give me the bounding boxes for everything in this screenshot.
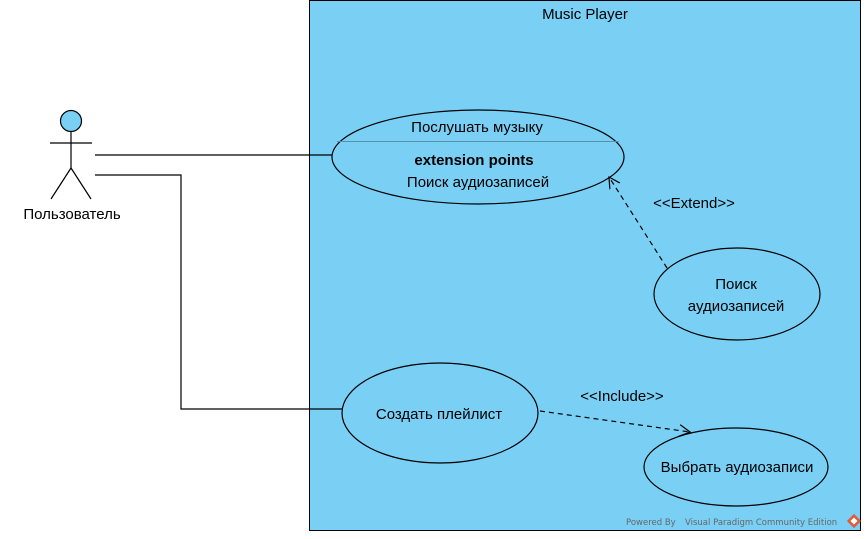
system-title: Music Player: [542, 6, 628, 23]
actor-head: [59, 109, 83, 133]
use-case-listen-ellipse: [331, 109, 625, 205]
actor-left-leg: [50, 167, 72, 200]
include-line: [539, 410, 690, 432]
use-case-playlist-name: Создать плейлист: [376, 406, 502, 423]
actor-right-leg: [70, 167, 92, 200]
extension-points-header: extension points: [414, 152, 533, 169]
use-case-playlist-ellipse: [341, 362, 539, 464]
use-case-search-ellipse: [653, 247, 821, 341]
extend-relationship[interactable]: <<Extend>>: [609, 177, 735, 269]
use-case-search-audio[interactable]: Поиск аудиозаписей: [653, 247, 821, 341]
include-relationship[interactable]: <<Include>>: [539, 388, 690, 432]
use-case-select-audio[interactable]: Выбрать аудиозаписи: [643, 427, 829, 507]
use-case-search-line2: аудиозаписей: [688, 298, 784, 315]
association-playlist[interactable]: [95, 174, 343, 410]
use-case-select-ellipse: [643, 427, 829, 507]
use-case-create-playlist[interactable]: Создать плейлист: [341, 362, 539, 464]
powered-by-product: Visual Paradigm Community Edition: [685, 518, 837, 528]
visual-paradigm-logo-icon: [846, 513, 862, 529]
actor-user[interactable]: Пользователь: [23, 109, 121, 224]
extension-point-search: Поиск аудиозаписей: [407, 174, 549, 191]
use-case-listen-music[interactable]: Послушать музыку extension points Поиск …: [331, 109, 625, 205]
powered-by-label: Powered By: [626, 518, 676, 528]
powered-by-footer: Powered By Visual Paradigm Community Edi…: [626, 513, 862, 529]
use-case-select-name: Выбрать аудиозаписи: [661, 459, 814, 476]
include-label: <<Include>>: [580, 388, 664, 405]
use-case-search-line1: Поиск: [715, 276, 757, 293]
actor-name: Пользователь: [23, 206, 121, 223]
use-case-listen-name: Послушать музыку: [411, 119, 543, 136]
extend-label: <<Extend>>: [653, 195, 735, 212]
